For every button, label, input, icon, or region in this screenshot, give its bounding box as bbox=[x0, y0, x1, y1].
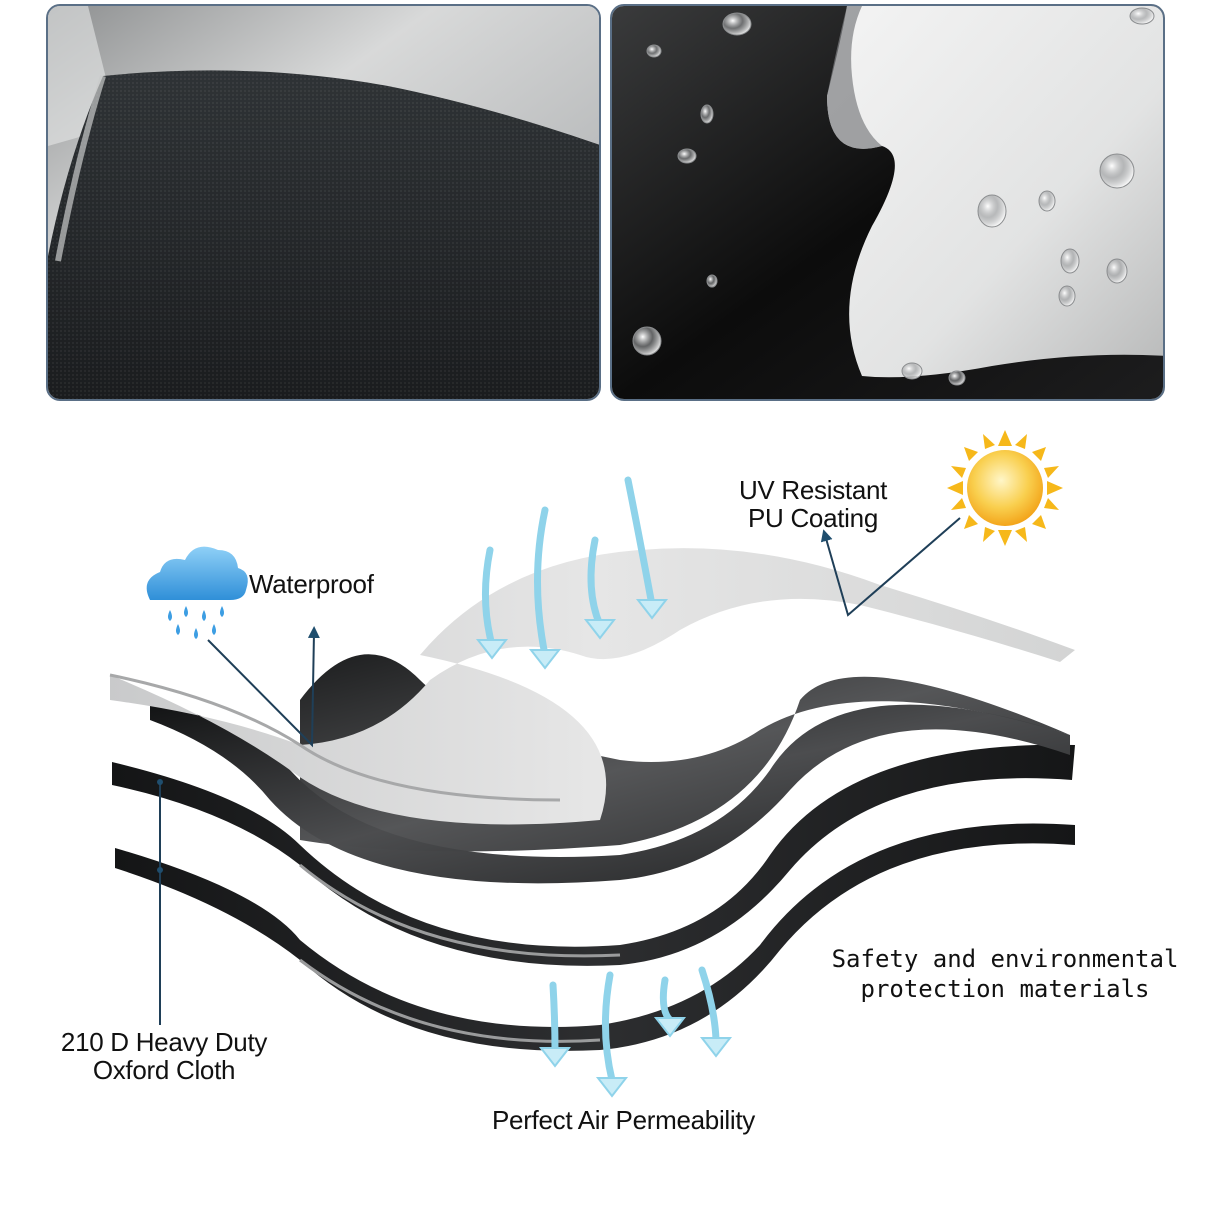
uv-resistant-label: UV Resistant PU Coating bbox=[718, 476, 908, 532]
safety-line-1: Safety and environmental bbox=[831, 945, 1179, 973]
fabric-closeup-photo bbox=[46, 4, 601, 401]
fabric-layers-illustration bbox=[109, 430, 1075, 1098]
uv-pointer bbox=[820, 517, 961, 617]
oxford-line-2: Oxford Cloth bbox=[92, 1055, 236, 1085]
air-arrow-icon bbox=[482, 476, 656, 659]
oxford-line-1: 210 D Heavy Duty bbox=[60, 1027, 268, 1057]
middle-oxford-layer bbox=[112, 744, 1075, 966]
uv-line-1: UV Resistant bbox=[738, 475, 888, 505]
rain-cloud-icon bbox=[146, 546, 248, 639]
water-droplets-photo bbox=[610, 4, 1165, 401]
oxford-cloth-label: 210 D Heavy Duty Oxford Cloth bbox=[44, 1028, 284, 1084]
waterproof-pointer bbox=[207, 626, 320, 748]
uv-line-2: PU Coating bbox=[748, 503, 878, 533]
safety-label: Safety and environmental protection mate… bbox=[830, 944, 1180, 1004]
safety-line-2: protection materials bbox=[860, 975, 1150, 1003]
sun-icon bbox=[947, 430, 1063, 546]
top-pu-coating-layer bbox=[110, 548, 1075, 825]
waterproof-label: Waterproof bbox=[249, 569, 374, 599]
air-permeability-label: Perfect Air Permeability bbox=[492, 1105, 756, 1135]
